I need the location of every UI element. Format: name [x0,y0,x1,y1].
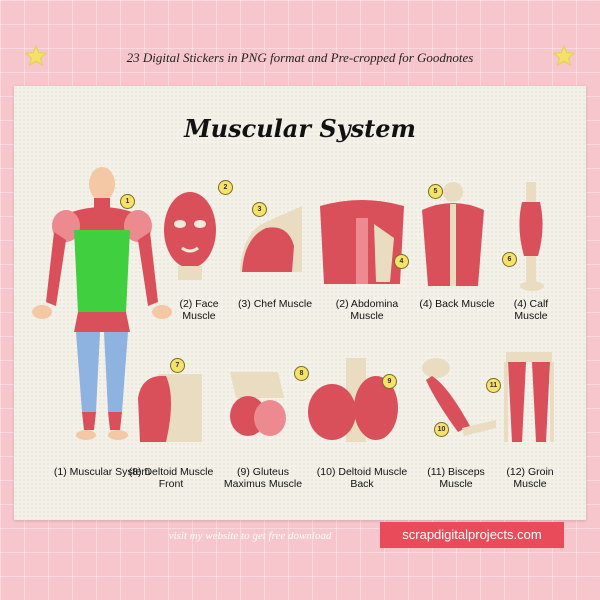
sticker-badge: 11 [486,378,501,393]
sticker-label: (10) Deltoid Muscle Back [316,466,408,490]
sticker-badge: 3 [252,202,267,217]
sticker-label: (1) Muscular System [53,466,151,478]
deltoid-back-figure [308,358,398,442]
footer-note: visit my website to get free download [168,530,332,542]
sticker-label: (9) Gluteus Maximus Muscle [223,466,303,490]
website-link-button[interactable]: scrapdigitalprojects.com [380,522,564,548]
sticker-badge: 5 [428,184,443,199]
sticker-sheet: Muscular System 1 (1) Muscular System 2 … [14,86,586,520]
sticker-label: (11) Bisceps Muscle [427,466,485,490]
calf-muscle-figure [519,182,544,291]
sticker-badge: 1 [120,194,135,209]
sticker-badge: 10 [434,422,449,437]
abdominal-muscle-figure [320,200,404,284]
tagline: 23 Digital Stickers in PNG format and Pr… [126,50,474,65]
sticker-label: (2) Face Muscle [179,298,219,322]
sticker-label: (4) Calf Muscle [513,298,549,322]
sticker-badge: 6 [502,252,517,267]
face-muscle-figure [164,192,216,280]
sticker-badge: 8 [294,366,309,381]
star-icon [24,44,48,67]
sticker-badge: 4 [394,254,409,269]
biceps-figure [422,358,496,436]
sticker-label: (12) Groin Muscle [506,466,554,490]
sticker-badge: 9 [382,374,397,389]
chest-muscle-figure [240,206,302,272]
full-body-muscle-figure [32,167,172,440]
back-muscle-figure [422,182,484,286]
groin-figure [504,352,554,442]
sticker-label: (8) Deltoid Muscle Front [128,466,214,490]
deltoid-front-figure [138,374,202,442]
gluteus-figure [230,372,286,436]
sticker-badge: 7 [170,358,185,373]
page-title: Muscular System [184,114,416,143]
sticker-label: (4) Back Muscle [419,298,495,310]
star-icon [552,44,576,67]
sticker-label: (3) Chef Muscle [237,298,313,310]
sticker-badge: 2 [218,180,233,195]
sticker-label: (2) Abdomina Muscle [335,298,399,322]
